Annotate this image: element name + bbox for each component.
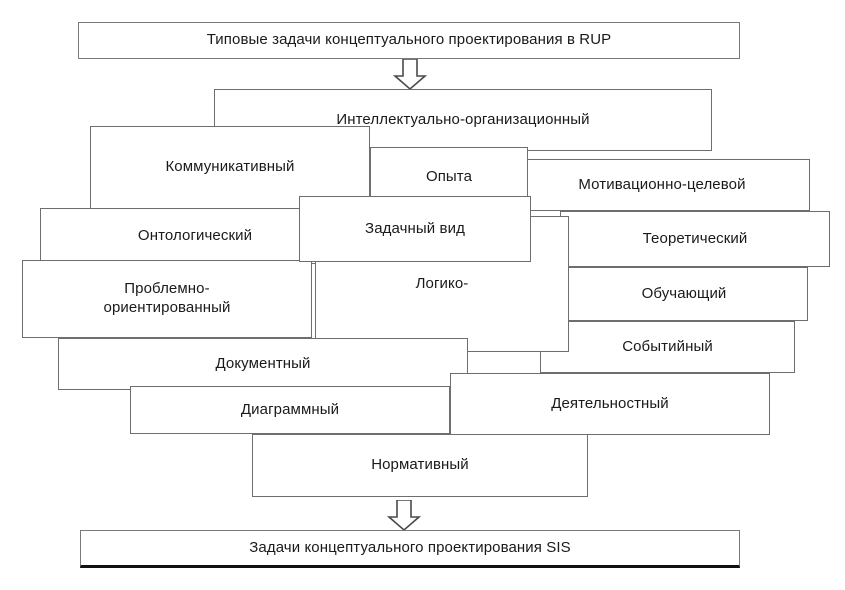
box-label: Теоретический <box>642 229 748 247</box>
box-dokumentnyy: Документный <box>58 338 468 390</box>
box-zadachnyy-vid: Задачный вид <box>299 196 531 262</box>
box-normativnyy: Нормативный <box>252 434 588 497</box>
box-deyatelnostnyy: Деятельностный <box>450 373 770 435</box>
box-label: Логико- <box>415 274 469 292</box>
box-teoreticheskiy: Теоретический <box>560 211 830 267</box>
box-sobytiynyy: Событийный <box>540 321 795 373</box>
box-label: Нормативный <box>371 456 469 474</box>
box-label: Коммуникативный <box>165 158 295 176</box>
box-label: Задачный вид <box>365 219 465 237</box>
box-problemno-orientirovannyy: Проблемно- ориентированный <box>22 260 312 338</box>
down-block-arrow-icon <box>392 59 428 91</box>
box-label: Интеллектуально-организационный <box>336 110 590 128</box>
box-label: Мотивационно-целевой <box>578 175 746 193</box>
box-diagrammnyy: Диаграммный <box>130 386 450 434</box>
bottom-process-box: Задачи концептуального проектирования SI… <box>80 530 740 568</box>
top-process-label: Типовые задачи концептуального проектиро… <box>206 31 612 49</box>
down-block-arrow-icon <box>386 500 422 532</box>
box-label: Документный <box>215 354 311 372</box>
box-label: Опыта <box>425 168 473 186</box>
box-label: Онтологический <box>137 226 253 244</box>
box-label: Обучающий <box>641 284 727 302</box>
box-kommunikativnyy: Коммуникативный <box>90 126 370 209</box>
box-obuchayushchiy: Обучающий <box>560 267 808 321</box>
box-motivacionno-celevoy: Мотивационно-целевой <box>514 159 810 211</box>
box-label: Проблемно- ориентированный <box>103 280 231 316</box>
box-label: Деятельностный <box>551 394 669 412</box>
bottom-process-label: Задачи концептуального проектирования SI… <box>249 538 571 556</box>
box-label: Диаграммный <box>240 400 340 418</box>
box-label: Событийный <box>622 337 713 355</box>
top-process-box: Типовые задачи концептуального проектиро… <box>78 22 740 59</box>
